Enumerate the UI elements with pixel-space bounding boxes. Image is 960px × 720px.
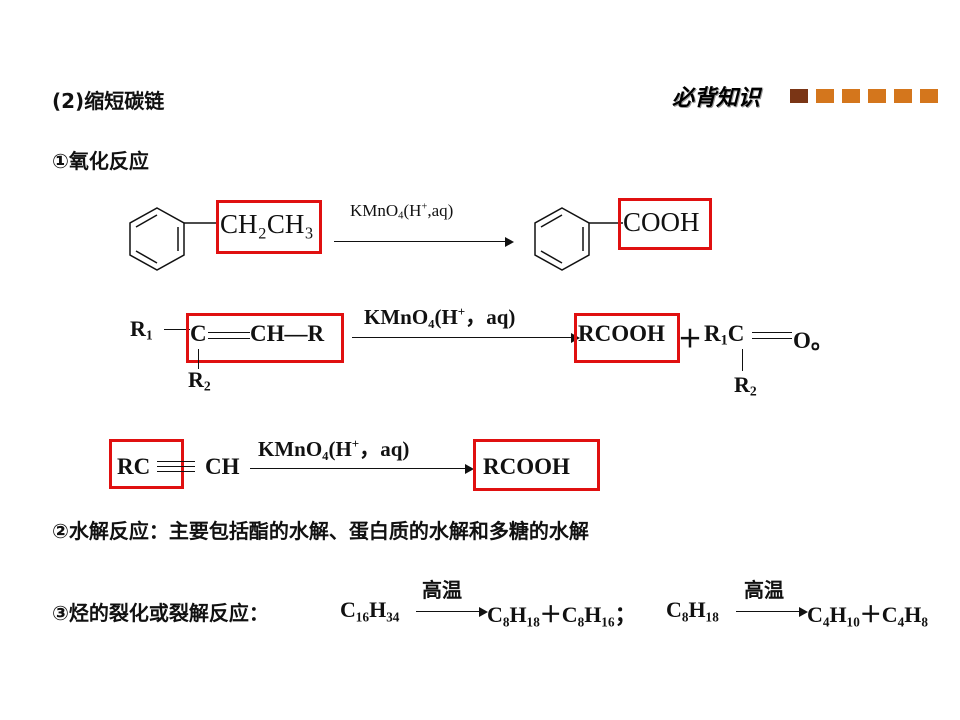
bond-ketone-vertical	[742, 349, 743, 371]
cracking-condition-1: 高温	[422, 578, 462, 602]
cracking-reactant-1: C₁₆H₃₄	[340, 597, 400, 622]
r2-r2-sub: 2	[203, 378, 211, 394]
reagent-r1-sup: +	[421, 201, 428, 213]
r2-r1-sub: 1	[145, 327, 153, 343]
double-bond-r2	[208, 332, 250, 339]
r2-left-carbon: C	[190, 321, 207, 346]
reagent-r3-main: KMnO₄(H	[258, 437, 352, 461]
badge-square	[920, 89, 938, 103]
highlight-ethyl	[216, 200, 322, 254]
r2-plus: ＋	[678, 327, 702, 353]
triple-bond	[157, 461, 195, 472]
reagent-r1: KMnO4(H+,aq)	[350, 201, 453, 221]
cracking-arrow-1	[416, 606, 488, 617]
cracking-label: ③烃的裂化或裂解反应：	[52, 601, 269, 625]
ketone-r2-sub: 2	[749, 383, 757, 399]
oxidation-heading: ①氧化反应	[52, 149, 149, 173]
reagent-r3-sup: +	[351, 436, 360, 452]
r3-left: RC	[117, 454, 151, 479]
badge-square	[842, 89, 860, 103]
r2-substituent-r1: R1	[130, 316, 153, 342]
badge-square	[790, 89, 808, 103]
reagent-r1-end: ,aq)	[427, 201, 454, 220]
reagent-r2: KMnO₄(H+，aq)	[364, 301, 515, 331]
highlight-rcooh-r2	[574, 313, 680, 363]
cracking-reactant-2: C₈H₁₈	[666, 597, 719, 622]
badge-square	[894, 89, 912, 103]
reagent-r2-sup: +	[457, 304, 466, 320]
badge-title: 必背知识	[672, 86, 761, 111]
ketone-oxygen: O。	[793, 328, 834, 353]
highlight-rcooh-r3	[473, 439, 600, 491]
highlight-alkene	[186, 313, 344, 363]
highlight-cooh	[618, 198, 712, 250]
double-bond-ketone	[752, 332, 792, 339]
arrow-r3	[250, 463, 474, 474]
r2-substituent-r2: R2	[188, 367, 211, 393]
ketone-r-sub: 1	[720, 332, 728, 349]
section-title: (2)缩短碳链	[52, 89, 165, 113]
benzene-ring-right	[534, 207, 623, 271]
hydrolysis-text: ②水解反应：主要包括酯的水解、蛋白质的水解和多糖的水解	[52, 519, 589, 543]
r2-product-rcooh: RCOOH	[578, 321, 665, 346]
reagent-r1-rest: (H	[403, 201, 422, 220]
cracking-condition-2: 高温	[744, 578, 784, 602]
reagent-r2-end: ，aq)	[465, 305, 516, 329]
reagent-r3-end: ，aq)	[359, 437, 410, 461]
ketone-r: R	[704, 321, 721, 346]
arrow-r1	[334, 236, 514, 247]
r3-left-rest: CH	[205, 454, 240, 479]
arrow-r2	[352, 332, 580, 343]
highlight-alkyne	[109, 439, 184, 489]
badge-square	[816, 89, 834, 103]
r2-r1-letter: R	[130, 316, 146, 341]
r3-product: RCOOH	[483, 454, 570, 479]
r2-left-rest: CH—R	[250, 321, 325, 346]
ketone-r2-letter: R	[734, 372, 750, 397]
reagent-r2-main: KMnO₄(H	[364, 305, 458, 329]
bond-r1	[164, 329, 190, 330]
bond-r2-vertical	[198, 349, 199, 369]
cooh-group: COOH	[623, 207, 700, 237]
benzene-ring-left	[129, 207, 218, 271]
ketone-r2: R2	[734, 372, 757, 398]
reagent-r1-main: KMnO	[350, 201, 399, 220]
badge-square	[868, 89, 886, 103]
r2-r2-letter: R	[188, 367, 204, 392]
r2-product-ketone: R1C	[704, 321, 745, 349]
reagent-r3: KMnO₄(H+，aq)	[258, 433, 409, 463]
ethyl-group: CH₂CH₃	[220, 209, 314, 239]
ketone-c: C	[727, 321, 745, 346]
cracking-arrow-2	[736, 606, 808, 617]
cracking-products-2: C₄H₁₀＋C₄H₈	[807, 602, 928, 627]
reagent-r1-sub: 4	[398, 210, 404, 222]
cracking-products-1: C₈H₁₈＋C₈H₁₆；	[487, 602, 637, 627]
